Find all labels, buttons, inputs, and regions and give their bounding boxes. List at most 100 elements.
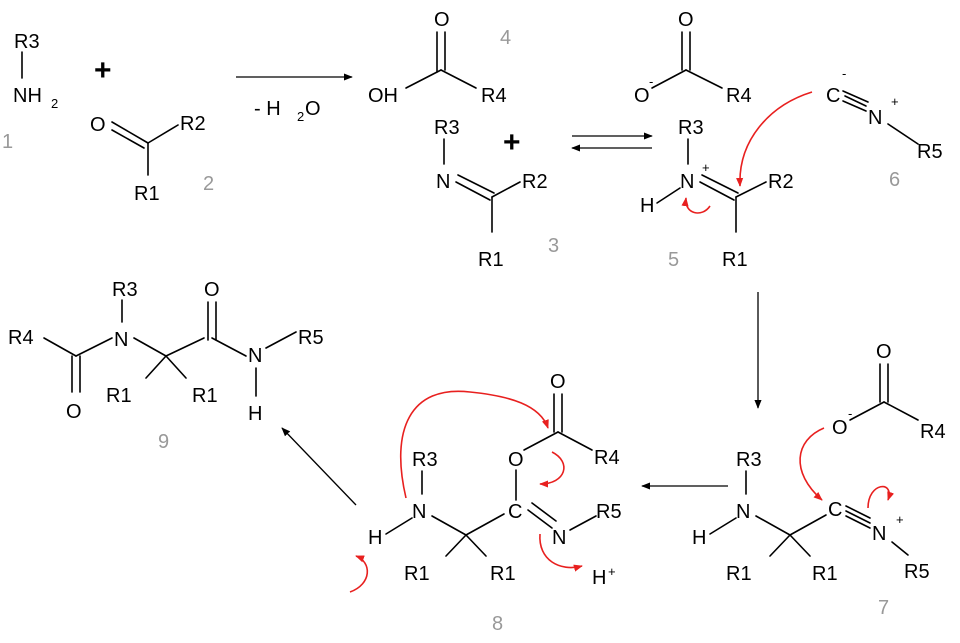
nh2-label: NH <box>13 85 42 107</box>
r2-label: R2 <box>522 171 548 193</box>
compound-number-7: 7 <box>878 597 889 619</box>
deprotonation-arrow <box>349 555 369 593</box>
plus-charge: + <box>896 512 904 527</box>
iminium-electron-arrow <box>681 197 711 214</box>
r5-label: R5 <box>596 501 622 523</box>
minus-charge: - <box>649 74 653 89</box>
r4-label: R4 <box>481 85 507 107</box>
minus-charge: - <box>842 66 846 81</box>
acyl-transfer-arrow <box>399 390 549 499</box>
plus-charge: + <box>891 94 899 109</box>
r4-label: R4 <box>594 447 620 469</box>
compound-number-4: 4 <box>500 27 511 49</box>
carboxylate-attack-arrow <box>799 427 825 501</box>
n-label: N <box>436 171 450 193</box>
r1-label: R1 <box>478 249 504 271</box>
o-ester-label: O <box>508 449 524 471</box>
compound-2-carbonyl: O R2 R1 2 <box>90 113 214 205</box>
r3-label: R3 <box>112 279 138 301</box>
o-anion-label: O <box>832 417 848 439</box>
h-label: H <box>248 403 262 425</box>
o-label: O <box>876 341 892 363</box>
c-label: C <box>508 501 522 523</box>
r3-label: R3 <box>678 117 704 139</box>
r1-label-b: R1 <box>812 563 838 585</box>
o-anion-label: O <box>634 85 650 107</box>
r3-label: R3 <box>412 449 438 471</box>
r5-label: R5 <box>904 561 930 583</box>
water-loss-label: - H 2 O <box>254 98 321 124</box>
r1-label-a: R1 <box>404 563 430 585</box>
plus-sign-2: + <box>503 126 521 159</box>
n-label: N <box>680 171 694 193</box>
compound-3-imine: R3 N R2 R1 3 <box>434 117 559 271</box>
r3-label: R3 <box>434 117 460 139</box>
n-amide2-label: N <box>248 345 262 367</box>
carboxylate-anion-2: O O - R4 <box>832 341 946 443</box>
n-label: N <box>736 501 750 523</box>
r1-label-b: R1 <box>490 563 516 585</box>
h-label: H <box>368 527 382 549</box>
compound-7-nitrilium: R3 N H R1 R1 C N + R5 7 <box>692 449 930 619</box>
nh2-subscript: 2 <box>51 96 58 111</box>
o-amide-label: O <box>204 279 220 301</box>
compound-9-product: R3 N R4 O R1 R1 O N R5 H 9 <box>8 279 324 453</box>
r5-label: R5 <box>917 141 943 163</box>
compound-number-9: 9 <box>158 431 169 453</box>
plus-charge: + <box>702 160 710 175</box>
compound-8-imidate: O O R4 C N R5 R3 N H R1 R1 H + 8 <box>368 371 622 635</box>
n-amide-label: N <box>114 329 128 351</box>
n-label: N <box>868 107 882 129</box>
c-label: C <box>828 499 842 521</box>
compound-5-iminium: R3 N + H R2 R1 5 <box>640 117 794 271</box>
r1-label: R1 <box>134 183 160 205</box>
water-suffix: O <box>305 98 321 120</box>
r4-label: R4 <box>726 85 752 107</box>
o-label: O <box>550 371 566 393</box>
o-label: O <box>90 114 106 136</box>
o-label: O <box>434 9 450 31</box>
plus-sign-1: + <box>94 54 112 87</box>
n-label-2: N <box>872 523 886 545</box>
r2-label: R2 <box>180 113 206 135</box>
r4-label: R4 <box>920 421 946 443</box>
compound-6-isocyanide: C - N + R5 6 <box>826 66 943 191</box>
proton-label: H <box>592 567 606 589</box>
compound-number-6: 6 <box>889 169 900 191</box>
nitrilium-electron-arrow <box>867 485 895 509</box>
proton-plus: + <box>608 564 616 579</box>
carboxylate-anion: O O - R4 <box>634 9 752 107</box>
n-amine-label: N <box>412 501 426 523</box>
r3-label: R3 <box>14 31 40 53</box>
proton-transfer-arrow <box>539 533 583 572</box>
compound-1-amine: R3 NH 2 1 <box>2 31 58 153</box>
c-label: C <box>826 85 840 107</box>
water-prefix: - H <box>254 98 281 120</box>
r4-label: R4 <box>8 327 34 349</box>
r1-label-a: R1 <box>106 385 132 407</box>
compound-number-2: 2 <box>203 173 214 195</box>
minus-charge: - <box>848 406 852 421</box>
r2-label: R2 <box>768 171 794 193</box>
h-label: H <box>692 527 706 549</box>
r1-label-a: R1 <box>726 563 752 585</box>
o-label: O <box>66 401 82 423</box>
r1-label-b: R1 <box>192 385 218 407</box>
h-label: H <box>640 195 654 217</box>
compound-4-carboxylic-acid: O OH R4 4 <box>368 9 511 107</box>
n-imine-label: N <box>552 527 566 549</box>
o-label: O <box>678 9 694 31</box>
r3-label: R3 <box>736 449 762 471</box>
r5-label: R5 <box>298 327 324 349</box>
r1-label: R1 <box>722 249 748 271</box>
compound-number-3: 3 <box>548 235 559 257</box>
diagonal-arrow <box>281 427 357 506</box>
carbonyl-reform-arrow <box>539 451 565 488</box>
compound-number-1: 1 <box>2 131 13 153</box>
isocyanide-attack-arrow <box>736 91 813 187</box>
water-subscript: 2 <box>297 109 304 124</box>
compound-number-8: 8 <box>492 613 503 635</box>
oh-label: OH <box>368 85 398 107</box>
compound-number-5: 5 <box>668 249 679 271</box>
